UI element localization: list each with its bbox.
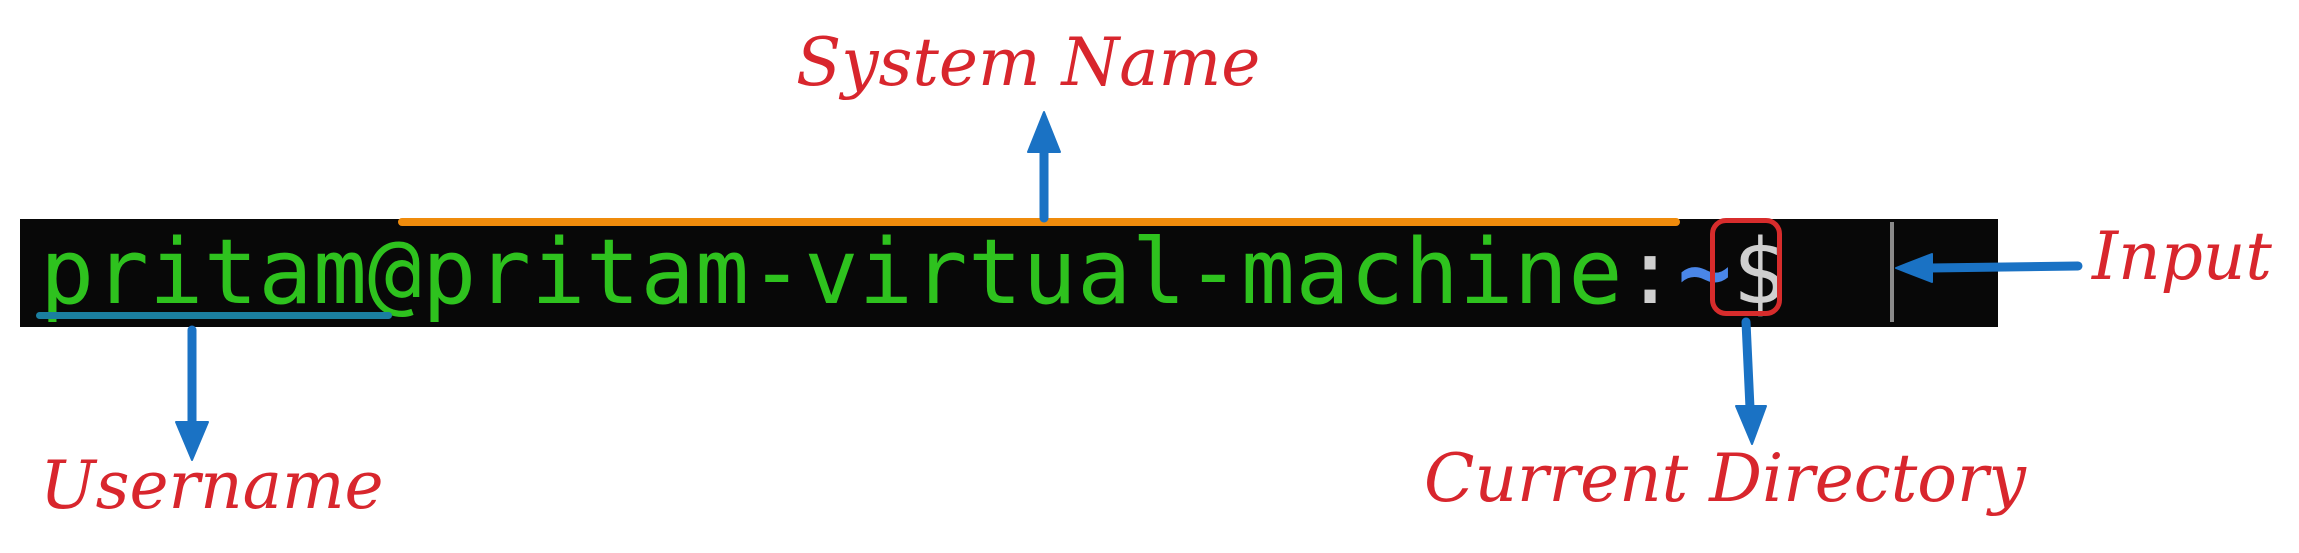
prompt-hostname: pritam-virtual-machine — [422, 220, 1623, 325]
username-highlight — [36, 312, 392, 319]
arrow-input — [1895, 253, 2083, 283]
label-current-directory: Current Directory — [1424, 440, 2026, 517]
label-username: Username — [40, 447, 384, 524]
current-directory-highlight-box — [1710, 218, 1782, 316]
input-cursor[interactable] — [1890, 222, 1894, 322]
hostname-highlight — [398, 218, 1680, 226]
shell-prompt: pritam@pritam-virtual-machine:~$ — [20, 219, 1787, 327]
arrow-current-directory — [1735, 317, 1767, 445]
prompt-username: pritam — [40, 220, 368, 325]
label-system-name: System Name — [796, 24, 1261, 101]
prompt-at-sign: @ — [367, 220, 423, 325]
terminal-window[interactable] — [20, 219, 1998, 327]
arrow-system-name — [1027, 111, 1061, 223]
arrow-username — [175, 325, 209, 461]
prompt-colon: : — [1622, 220, 1678, 325]
label-input: Input — [2092, 218, 2272, 295]
